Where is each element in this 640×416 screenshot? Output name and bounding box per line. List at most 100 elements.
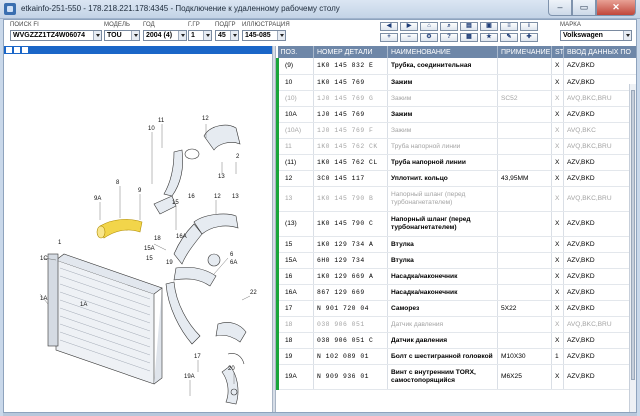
year-select[interactable]: 2004 (4): [143, 30, 187, 41]
chevron-down-icon[interactable]: [623, 31, 631, 40]
chevron-down-icon[interactable]: [93, 31, 101, 40]
year-label: ГОД: [143, 22, 155, 28]
back-icon[interactable]: ◀: [380, 22, 398, 31]
header-st[interactable]: ST: [551, 46, 564, 58]
info-icon[interactable]: i: [520, 22, 538, 31]
close-button[interactable]: ✕: [596, 0, 636, 16]
chevron-down-icon[interactable]: [178, 31, 186, 40]
fit-icon[interactable]: [14, 47, 20, 53]
zoom-in-icon[interactable]: +: [380, 33, 398, 42]
chevron-down-icon[interactable]: [230, 31, 238, 40]
row-name: Насадка/наконечник: [387, 268, 498, 285]
minimize-button[interactable]: –: [548, 0, 572, 16]
row-input: AZV,BKD: [563, 74, 636, 91]
subgroup-label: ПОДГР: [215, 22, 236, 28]
subgroup-select[interactable]: 45: [215, 30, 239, 41]
row-st: X: [551, 300, 564, 317]
model-value: TOU: [107, 32, 122, 39]
forward-icon[interactable]: ▶: [400, 22, 418, 31]
row-part-number: 038 906 051: [313, 316, 388, 333]
callout: 15: [172, 200, 179, 206]
row-pos: 16: [276, 268, 314, 285]
row-pos: 13: [276, 186, 314, 212]
row-name: Труба напорной линии: [387, 138, 498, 155]
row-st: X: [551, 211, 564, 237]
header-note[interactable]: ПРИМЕЧАНИЕ: [497, 46, 552, 58]
list-icon[interactable]: ≡: [500, 22, 518, 31]
row-input: AZV,BKD: [563, 348, 636, 365]
cart-icon[interactable]: ▣: [480, 22, 498, 31]
row-part-number: 1K0 145 790 B: [313, 186, 388, 212]
row-name: Насадка/наконечник: [387, 284, 498, 301]
row-pos: (10A): [276, 122, 314, 139]
search-icon[interactable]: ⌕: [440, 22, 458, 31]
header-name[interactable]: НАИМЕНОВАНИЕ: [387, 46, 498, 58]
settings-icon[interactable]: ⚙: [420, 33, 438, 42]
chevron-down-icon[interactable]: [203, 31, 211, 40]
row-note: [497, 186, 552, 212]
table-header-row: ПОЗ. НОМЕР ДЕТАЛИ НАИМЕНОВАНИЕ ПРИМЕЧАНИ…: [277, 46, 636, 58]
group-select[interactable]: 1: [188, 30, 212, 41]
tools-icon[interactable]: ✚: [520, 33, 538, 42]
row-st: X: [551, 90, 564, 107]
chevron-down-icon[interactable]: [277, 31, 285, 40]
scrollbar-thumb[interactable]: [631, 90, 635, 380]
zoom-out-icon[interactable]: −: [400, 33, 418, 42]
row-part-number: 1K0 129 734 A: [313, 236, 388, 253]
hand-icon[interactable]: [22, 47, 28, 53]
parts-table: ПОЗ. НОМЕР ДЕТАЛИ НАИМЕНОВАНИЕ ПРИМЕЧАНИ…: [276, 46, 636, 390]
zoom-icon[interactable]: [6, 47, 12, 53]
row-part-number: 6H0 129 734: [313, 252, 388, 269]
parts-illustration[interactable]: 11 10 12 13 8 9 9A 15 16 16A 15A 18 19 1…: [4, 54, 272, 412]
row-input: AVQ,BKC,BRU: [563, 90, 636, 107]
vin-field[interactable]: WVGZZZ1TZ4W06074: [10, 30, 102, 41]
grid-icon[interactable]: ▦: [460, 33, 478, 42]
callout: 13: [232, 194, 239, 200]
vin-filter: ПОИСК FI WVGZZZ1TZ4W06074: [10, 22, 102, 41]
maximize-button[interactable]: ▭: [572, 0, 596, 16]
row-part-number: 1K0 129 669 A: [313, 268, 388, 285]
chevron-down-icon[interactable]: [131, 31, 139, 40]
row-note: [497, 138, 552, 155]
row-pos: 18: [276, 316, 314, 333]
note-icon[interactable]: ✎: [500, 33, 518, 42]
star-icon[interactable]: ★: [480, 33, 498, 42]
illustration-select[interactable]: 145-085: [242, 30, 286, 41]
row-name: Трубка, соединительная: [387, 58, 498, 75]
header-part-number[interactable]: НОМЕР ДЕТАЛИ: [313, 46, 388, 58]
help-icon[interactable]: ?: [440, 33, 458, 42]
print-icon[interactable]: ▤: [460, 22, 478, 31]
row-pos: 11: [276, 138, 314, 155]
home-icon[interactable]: ⌂: [420, 22, 438, 31]
row-input: AZV,BKD: [563, 252, 636, 269]
brand-select[interactable]: Volkswagen: [560, 30, 632, 41]
year-value: 2004 (4): [146, 32, 173, 39]
table-scrollbar[interactable]: [629, 84, 636, 412]
header-pos[interactable]: ПОЗ.: [277, 46, 314, 58]
row-pos: 10: [276, 74, 314, 91]
header-input[interactable]: ВВОД ДАННЫХ ПО: [563, 46, 636, 58]
model-select[interactable]: TOU: [104, 30, 140, 41]
row-st: X: [551, 138, 564, 155]
panel-splitter[interactable]: [272, 46, 276, 412]
